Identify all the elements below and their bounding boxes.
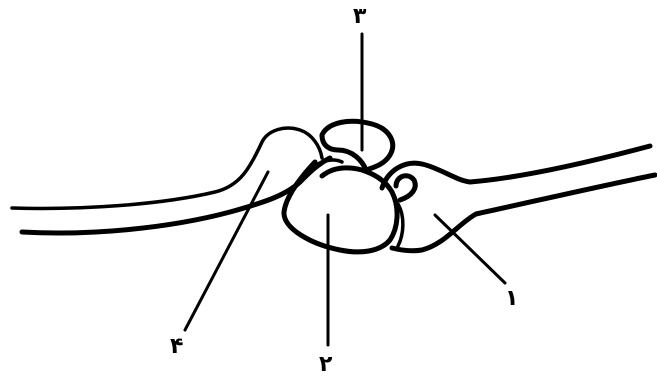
label-part-2: ۲: [319, 354, 332, 376]
right-bone: [382, 146, 655, 251]
upper-lobe: [322, 121, 393, 170]
label-part-1: ۱: [505, 288, 518, 310]
label-part-4: ۴: [170, 336, 183, 358]
leader-line-1: [435, 215, 505, 283]
label-part-3: ۳: [353, 6, 366, 28]
central-lobe: [284, 160, 397, 252]
